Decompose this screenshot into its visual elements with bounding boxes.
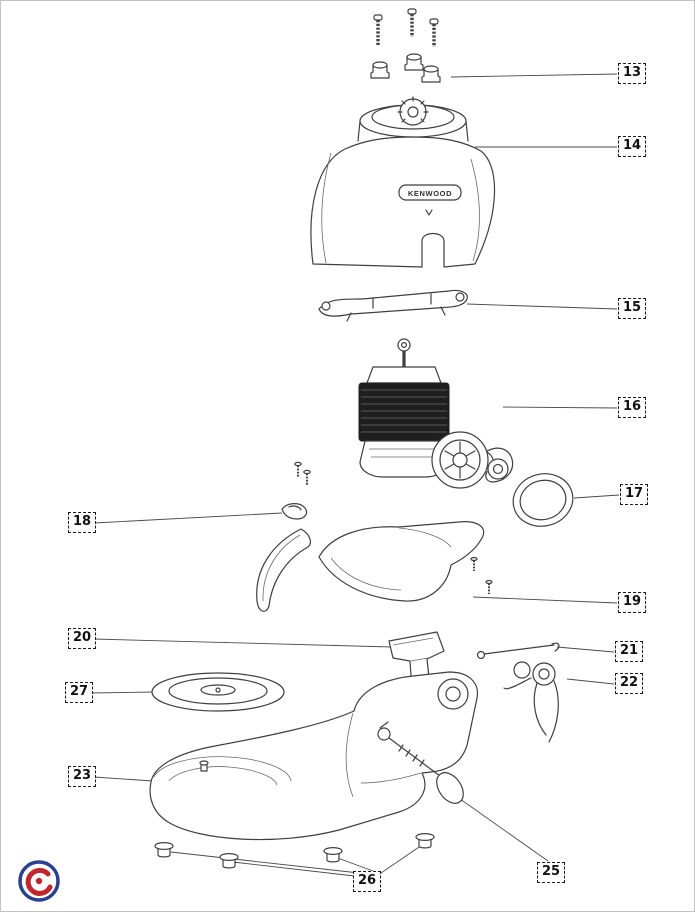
leader-line-21 (556, 646, 615, 653)
part-25-drive-shaft (377, 721, 464, 804)
stator-laminations (361, 389, 447, 433)
part-label-27: 27 (65, 682, 94, 703)
part-13-screw-bushes (370, 53, 441, 83)
part-label-17: 17 (620, 484, 649, 505)
leader-line-27 (90, 691, 156, 694)
leader-line-22 (566, 678, 615, 685)
part-label-18: 18 (68, 512, 97, 533)
part-label-19: 19 (618, 592, 647, 613)
part-label-15: 15 (618, 298, 647, 319)
part-27-turntable-disc (151, 672, 285, 712)
part-23-base-housing (149, 671, 479, 841)
screws-mid (294, 461, 311, 485)
part-label-22: 22 (615, 673, 644, 694)
kenwood-swirl-logo (18, 860, 60, 902)
part-22-spring-wire (503, 661, 559, 743)
part-21-link-rod (476, 642, 560, 660)
leader-line-18 (93, 512, 283, 524)
leader-line-23 (93, 776, 154, 782)
leader-line-26c (334, 856, 374, 872)
part-15-retaining-bracket (318, 289, 468, 322)
leader-line-19 (472, 596, 618, 604)
part-label-20: 20 (68, 628, 97, 649)
worm-gear-ticks (398, 744, 425, 767)
part-19-lower-housing (318, 521, 493, 602)
base-post (199, 760, 209, 772)
screws-top (373, 8, 439, 47)
part-label-23: 23 (68, 766, 97, 787)
leader-lines (90, 73, 620, 878)
part-label-13: 13 (618, 63, 647, 84)
leader-line-17 (573, 494, 620, 499)
leader-line-13 (450, 73, 618, 78)
brand-badge-text: KENWOOD (408, 189, 452, 198)
part-label-26: 26 (353, 871, 382, 892)
part-17-end-cap (512, 473, 574, 527)
part-label-21: 21 (615, 641, 644, 662)
part-14-motor-cover: KENWOOD (310, 96, 496, 268)
part-18-clip-strap (256, 503, 311, 612)
leader-line-26b (232, 861, 364, 878)
part-label-14: 14 (618, 136, 647, 157)
leader-line-20 (93, 638, 392, 648)
leader-line-15 (466, 303, 618, 310)
leader-line-25 (452, 793, 549, 862)
part-label-16: 16 (618, 397, 647, 418)
part-16-motor (358, 338, 514, 489)
leader-line-16 (502, 406, 618, 409)
fan-spokes (444, 441, 476, 479)
part-label-25: 25 (537, 862, 566, 883)
leader-line-26a (170, 851, 360, 874)
leader-line-26d (380, 842, 426, 874)
part-26-rubber-feet (154, 832, 435, 869)
gear-teeth-top (397, 96, 429, 123)
